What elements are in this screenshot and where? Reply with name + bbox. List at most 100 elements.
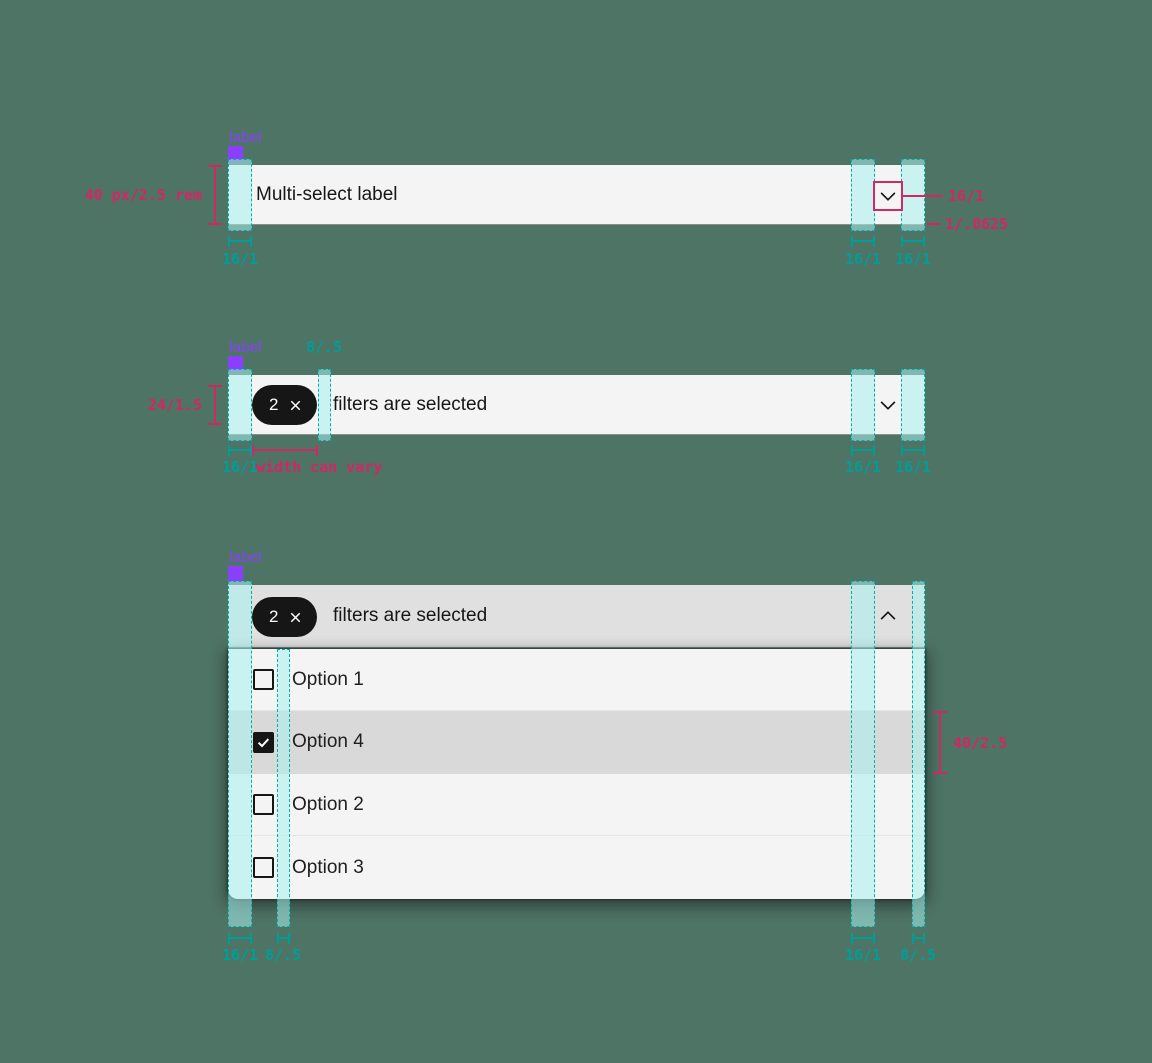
tag-width-label: width can vary (256, 458, 383, 476)
chevron-down-icon[interactable] (876, 184, 900, 208)
label-color-swatch (228, 566, 243, 581)
checkbox-unchecked-icon[interactable] (253, 794, 274, 815)
measure-tick (228, 236, 230, 247)
chevron-up-icon[interactable] (876, 604, 900, 628)
icon-measure-label: 16/1 (948, 187, 985, 205)
row-height-label: 40/2.5 (953, 734, 1008, 752)
border-measure-label: 1/.0625 (945, 215, 1009, 233)
measure-cap (208, 385, 222, 387)
right-outer-bracket (912, 933, 925, 944)
field-label-token: label (229, 549, 263, 566)
right-inner-label: 16/1 (844, 458, 882, 476)
measure-tick (901, 445, 903, 456)
measure-tick (923, 236, 925, 247)
checkbox-checked-icon[interactable] (253, 731, 274, 753)
multiselect-open-trigger[interactable] (228, 585, 925, 648)
row-height-measure (933, 711, 947, 774)
right-inner-label: 16/1 (844, 946, 882, 964)
measure-tick (250, 445, 252, 456)
tag-count: 2 (269, 607, 279, 626)
measure-bar (939, 711, 941, 774)
label-color-swatch (228, 146, 243, 161)
measure-bar (901, 240, 925, 242)
left-pad-label: 16/1 (221, 250, 259, 268)
option-label: Option 2 (292, 793, 364, 815)
menu-option-selected[interactable]: Option 4 (228, 711, 925, 774)
measure-cap (933, 772, 947, 774)
right-inner-bracket (851, 445, 875, 456)
measure-tick (252, 445, 254, 456)
icon-measure-box (873, 181, 903, 211)
tag-gap-label: 8/.5 (306, 338, 343, 356)
checkbox-unchecked-icon[interactable] (253, 669, 274, 690)
checkbox-gap-bracket (277, 933, 290, 944)
measure-bar (912, 937, 925, 939)
tag-count: 2 (269, 395, 279, 414)
menu-option[interactable]: Option 2 (228, 774, 925, 836)
measure-tick (851, 236, 853, 247)
measure-cap (208, 165, 222, 167)
chevron-down-icon[interactable] (876, 393, 900, 417)
left-pad-bracket (228, 445, 252, 456)
right-outer-label: 16/1 (894, 250, 932, 268)
spacing-stripe-right-outer (901, 369, 925, 441)
measure-tick (250, 933, 252, 944)
height-measure-label: 40 px/2.5 rem (84, 186, 202, 204)
measure-tick (316, 445, 318, 456)
measure-cap (933, 711, 947, 713)
field-label-token: label (229, 129, 263, 146)
multiselect-value-text: filters are selected (333, 605, 488, 626)
left-pad-label: 16/1 (221, 458, 259, 476)
measure-tick (923, 933, 925, 944)
spacing-stripe-right-outer (912, 581, 925, 927)
measure-bar (214, 165, 216, 225)
right-outer-bracket (901, 236, 925, 247)
multiselect-tag-field[interactable] (228, 375, 925, 435)
measure-bar (228, 937, 252, 939)
tag-close-icon[interactable] (288, 398, 303, 413)
measure-bar (252, 449, 318, 451)
tag-close-icon[interactable] (288, 610, 303, 625)
right-inner-label: 16/1 (844, 250, 882, 268)
measure-tick (250, 236, 252, 247)
filter-count-tag[interactable]: 2 (252, 385, 318, 425)
measure-tick (851, 933, 853, 944)
filter-count-tag[interactable]: 2 (252, 597, 318, 637)
option-label: Option 4 (292, 731, 364, 752)
multiselect-closed-label: Multi-select label (256, 184, 398, 205)
measure-bar (851, 937, 875, 939)
right-inner-bracket (851, 933, 875, 944)
option-label: Option 3 (292, 856, 364, 878)
measure-bar (901, 449, 925, 451)
measure-tick (923, 445, 925, 456)
measure-bar (228, 449, 252, 451)
tag-height-label: 24/1.5 (147, 396, 202, 414)
measure-tick (901, 236, 903, 247)
measure-bar (851, 449, 875, 451)
left-pad-bracket (228, 933, 252, 944)
tag-height-measure (208, 385, 222, 425)
measure-bar (214, 385, 216, 425)
label-color-swatch (228, 356, 243, 371)
measure-cap (208, 423, 222, 425)
spacing-stripe-left-pad (228, 369, 252, 441)
checkbox-unchecked-icon[interactable] (253, 857, 274, 878)
spacing-stripe-left-pad (228, 581, 252, 927)
border-measure-leader (927, 223, 941, 225)
menu-option[interactable]: Option 1 (228, 649, 925, 711)
measure-tick (873, 236, 875, 247)
right-outer-bracket (901, 445, 925, 456)
measure-bar (228, 240, 252, 242)
measure-cap (208, 223, 222, 225)
spacing-stripe-tag-gap (318, 369, 331, 441)
menu-option[interactable]: Option 3 (228, 836, 925, 899)
tag-width-bracket (252, 445, 318, 456)
checkbox-gap-label: 8/.5 (264, 946, 302, 964)
measure-tick (873, 445, 875, 456)
right-outer-label: 16/1 (894, 458, 932, 476)
measure-tick (912, 933, 914, 944)
spacing-stripe-checkbox-gap (277, 649, 290, 927)
icon-measure-leader (903, 195, 943, 197)
multiselect-closed-field[interactable] (228, 165, 925, 225)
measure-bar (851, 240, 875, 242)
